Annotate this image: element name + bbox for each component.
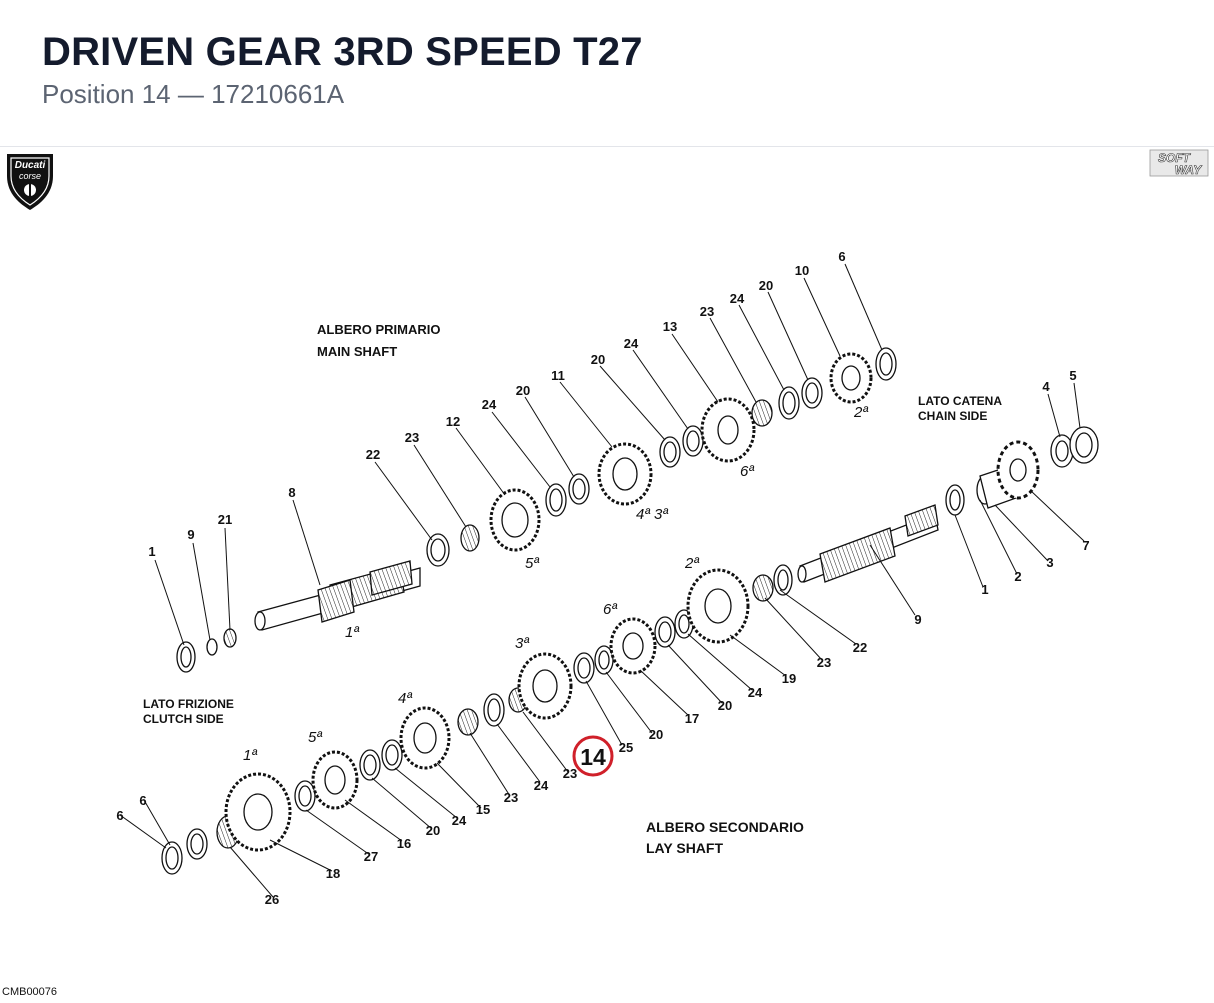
callout-label: 23 [563, 766, 577, 781]
callout-label: 17 [685, 711, 699, 726]
callout-label: 26 [265, 892, 279, 907]
callout-label: 9 [914, 612, 921, 627]
callout-labels: 1 9 21 8 22 23 12 24 20 11 20 24 13 23 2… [116, 249, 1089, 907]
callout-label: 24 [624, 336, 639, 351]
caption-chain-side-it: LATO CATENA [918, 394, 1002, 408]
gear-marks: 1ª 5ª 4ª 3ª 6ª 2ª 2ª 6ª 3ª 4ª 5ª 1ª [243, 404, 868, 764]
callout-label: 24 [748, 685, 763, 700]
caption-lay-shaft-en: LAY SHAFT [646, 840, 723, 856]
callout-label: 1 [981, 582, 988, 597]
highlight-circle[interactable] [572, 735, 614, 777]
gear-mark: 4ª [398, 690, 412, 707]
gear-mark: 1ª [345, 624, 359, 641]
callout-label: 2 [1014, 569, 1021, 584]
callout-label: 13 [663, 319, 677, 334]
callout-label: 20 [718, 698, 732, 713]
callout-label: 16 [397, 836, 411, 851]
callout-label: 20 [426, 823, 440, 838]
callout-label: 23 [504, 790, 518, 805]
gear-mark: 4ª 3ª [636, 506, 668, 523]
callout-label: 23 [405, 430, 419, 445]
callout-label: 15 [476, 802, 490, 817]
callout-label: 24 [452, 813, 467, 828]
callout-label: 6 [838, 249, 845, 264]
callout-label: 12 [446, 414, 460, 429]
callout-label: 20 [759, 278, 773, 293]
softway-line1: SOFT [1158, 151, 1192, 165]
callout-label: 8 [288, 485, 295, 500]
callout-label: 23 [817, 655, 831, 670]
callout-label: 3 [1046, 555, 1053, 570]
caption-main-shaft-en: MAIN SHAFT [317, 344, 397, 359]
callout-label: 20 [516, 383, 530, 398]
callout-label: 4 [1042, 379, 1050, 394]
callout-label: 24 [730, 291, 745, 306]
lay-shaft-upper-right [797, 504, 939, 583]
callout-label: 6 [139, 793, 146, 808]
gear-mark: 6ª [603, 601, 617, 618]
softway-line2: WAY [1175, 163, 1202, 177]
logo-sub-text: corse [19, 171, 41, 181]
gear-mark: 1ª [243, 747, 257, 764]
callout-label: 27 [364, 849, 378, 864]
diagram-code: CMB00076 [2, 986, 58, 998]
callout-label: 25 [619, 740, 633, 755]
callout-label: 20 [649, 727, 663, 742]
callout-label: 24 [534, 778, 549, 793]
main-shaft-parts [176, 347, 1099, 673]
gear-mark: 2ª [853, 404, 868, 421]
callout-label: 7 [1082, 538, 1089, 553]
gear-mark: 5ª [308, 729, 322, 746]
highlight-label[interactable]: 14 [580, 744, 606, 770]
caption-chain-side-en: CHAIN SIDE [918, 409, 987, 423]
callout-label: 11 [551, 368, 565, 383]
gear-mark: 6ª [740, 463, 754, 480]
page-header: DRIVEN GEAR 3RD SPEED T27 Position 14 — … [42, 28, 643, 110]
leader-lines [119, 263, 1085, 898]
caption-lay-shaft-it: ALBERO SECONDARIO [646, 819, 804, 835]
callout-label: 22 [366, 447, 380, 462]
callout-label: 18 [326, 866, 340, 881]
callout-label: 6 [116, 808, 123, 823]
callout-label: 1 [148, 544, 155, 559]
main-shaft [254, 560, 421, 631]
callout-label: 5 [1069, 368, 1076, 383]
caption-clutch-side-en: CLUTCH SIDE [143, 712, 224, 726]
logo-brand-text: Ducati [15, 160, 46, 171]
page-title: DRIVEN GEAR 3RD SPEED T27 [42, 30, 643, 74]
gear-mark: 2ª [684, 555, 699, 572]
page-subtitle: Position 14 — 17210661A [42, 79, 345, 109]
callout-label: 24 [482, 397, 497, 412]
ducati-corse-logo: Ducati corse [7, 154, 53, 210]
header-divider [0, 146, 1214, 147]
callout-label: 23 [700, 304, 714, 319]
callout-label: 19 [782, 671, 796, 686]
callout-label: 20 [591, 352, 605, 367]
callout-label: 9 [187, 527, 194, 542]
softway-logo: SOFT WAY [1149, 149, 1209, 177]
callout-label: 22 [853, 640, 867, 655]
gear-mark: 3ª [515, 635, 529, 652]
lay-shaft-parts [161, 564, 793, 875]
caption-texts: ALBERO PRIMARIO MAIN SHAFT LATO CATENA C… [143, 322, 1002, 856]
gear-mark: 5ª [525, 555, 539, 572]
callout-label: 10 [795, 263, 809, 278]
caption-clutch-side-it: LATO FRIZIONE [143, 697, 234, 711]
highlight-position-14[interactable]: 14 [572, 735, 614, 777]
callout-label: 21 [218, 512, 232, 527]
caption-main-shaft-it: ALBERO PRIMARIO [317, 322, 441, 337]
